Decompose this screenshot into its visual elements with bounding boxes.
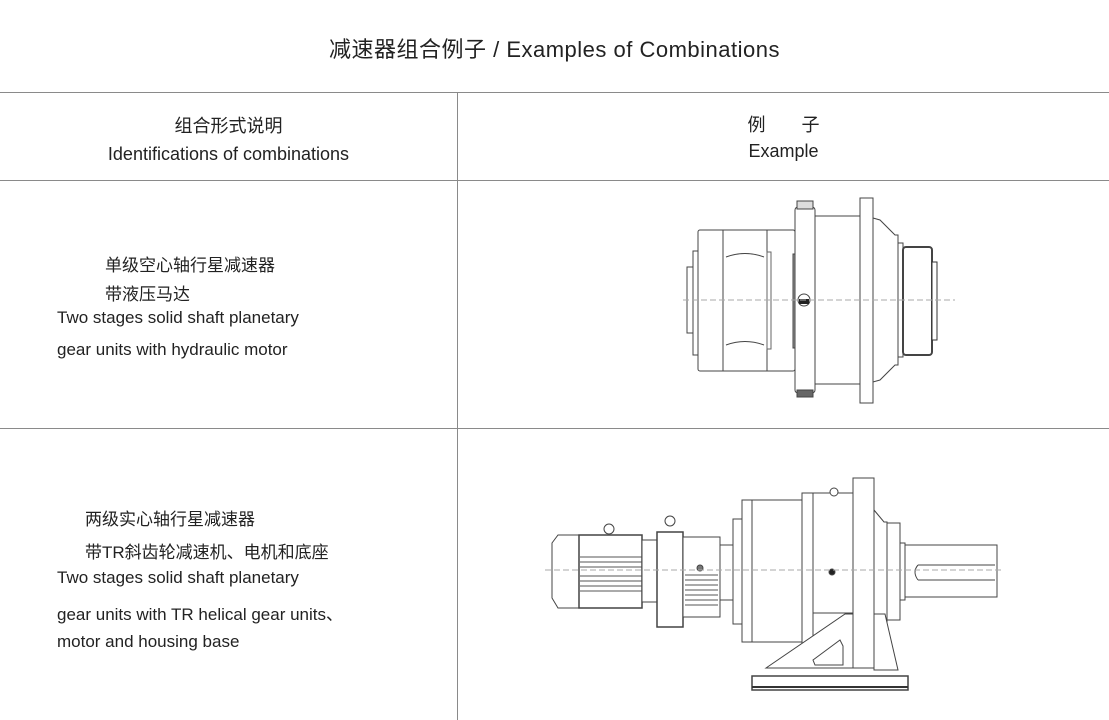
row-divider (0, 428, 1109, 429)
row-desc-cn: 单级空心轴行星减速器 (105, 256, 275, 275)
planetary-gear-unit-with-helical-gear-motor-and-base-drawing (545, 478, 1002, 690)
row-desc-en: gear units with TR helical gear units、 (57, 605, 343, 624)
row-desc-cn: 带TR斜齿轮减速机、电机和底座 (85, 543, 329, 562)
planetary-gear-unit-with-hydraulic-motor-drawing (683, 198, 955, 403)
table-top-border (0, 92, 1109, 93)
row-desc-en: Two stages solid shaft planetary (57, 308, 299, 327)
row-desc-cn: 两级实心轴行星减速器 (85, 510, 255, 529)
row-desc-cn: 带液压马达 (105, 285, 190, 304)
row-desc-en: gear units with hydraulic motor (57, 340, 288, 359)
header-left-cn: 组合形式说明 (174, 116, 283, 136)
header-right-cn: 例 子 (747, 115, 820, 135)
header-divider (0, 180, 1109, 181)
column-divider (457, 92, 458, 720)
page-title: 减速器组合例子 / Examples of Combinations (328, 37, 781, 62)
header-left-en: Identifications of combinations (107, 144, 350, 164)
row-desc-en: Two stages solid shaft planetary (57, 568, 299, 587)
row-desc-en: motor and housing base (57, 632, 240, 651)
header-right-en: Example (748, 141, 819, 161)
